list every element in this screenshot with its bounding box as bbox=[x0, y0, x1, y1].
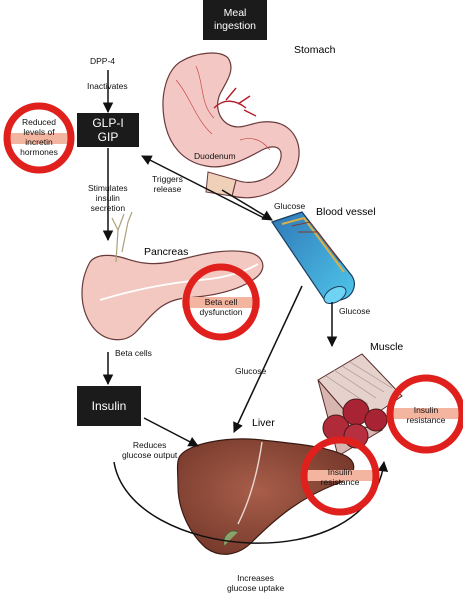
stomach-illustration bbox=[162, 52, 300, 199]
meal-ingestion-box: Meal ingestion bbox=[203, 0, 267, 40]
stimulates-insulin-label: Stimulates insulin secretion bbox=[88, 183, 128, 213]
blood-vessel-illustration bbox=[271, 211, 355, 305]
incretin-ring bbox=[3, 102, 75, 174]
pancreas-illustration bbox=[81, 211, 264, 341]
liver-label: Liver bbox=[252, 417, 275, 429]
muscle-insulin-resistance-text: Insulin resistance bbox=[406, 405, 446, 425]
beta-cell-ring bbox=[182, 263, 260, 341]
liver-illustration bbox=[176, 438, 355, 555]
increases-glucose-uptake-label: Increases glucose uptake bbox=[227, 573, 285, 593]
muscle-label: Muscle bbox=[370, 341, 404, 353]
reduces-glucose-output-label: Reduces glucose output bbox=[122, 440, 178, 460]
liver-resistance-ring bbox=[300, 436, 380, 516]
defect-rings bbox=[3, 102, 463, 516]
glucose-liver-label: Glucose bbox=[235, 366, 267, 376]
dpp4-label: DPP-4 bbox=[90, 56, 116, 66]
duodenum-label: Duodenum bbox=[194, 151, 236, 161]
glucose-stomach-label: Glucose bbox=[274, 201, 306, 211]
beta-cell-defect-text: Beta cell dysfunction bbox=[199, 297, 243, 317]
triggers-release-label: Triggers release bbox=[152, 174, 183, 194]
incretin-defect-text: Reduced levels of incretin hormones bbox=[20, 117, 58, 157]
arrows bbox=[102, 70, 389, 544]
insulin-box: Insulin bbox=[77, 386, 141, 426]
pancreas-label: Pancreas bbox=[144, 246, 189, 258]
glucose-muscle-label: Glucose bbox=[339, 306, 371, 316]
liver-insulin-resistance-text: Insulin resistance bbox=[320, 467, 360, 487]
muscle-resistance-ring bbox=[386, 374, 463, 454]
glp-gip-box: GLP-I GIP bbox=[77, 113, 139, 147]
stomach-label: Stomach bbox=[294, 44, 336, 56]
blood-vessel-label: Blood vessel bbox=[316, 206, 376, 218]
inactivates-label: Inactivates bbox=[87, 81, 128, 91]
beta-cells-label: Beta cells bbox=[115, 348, 152, 358]
